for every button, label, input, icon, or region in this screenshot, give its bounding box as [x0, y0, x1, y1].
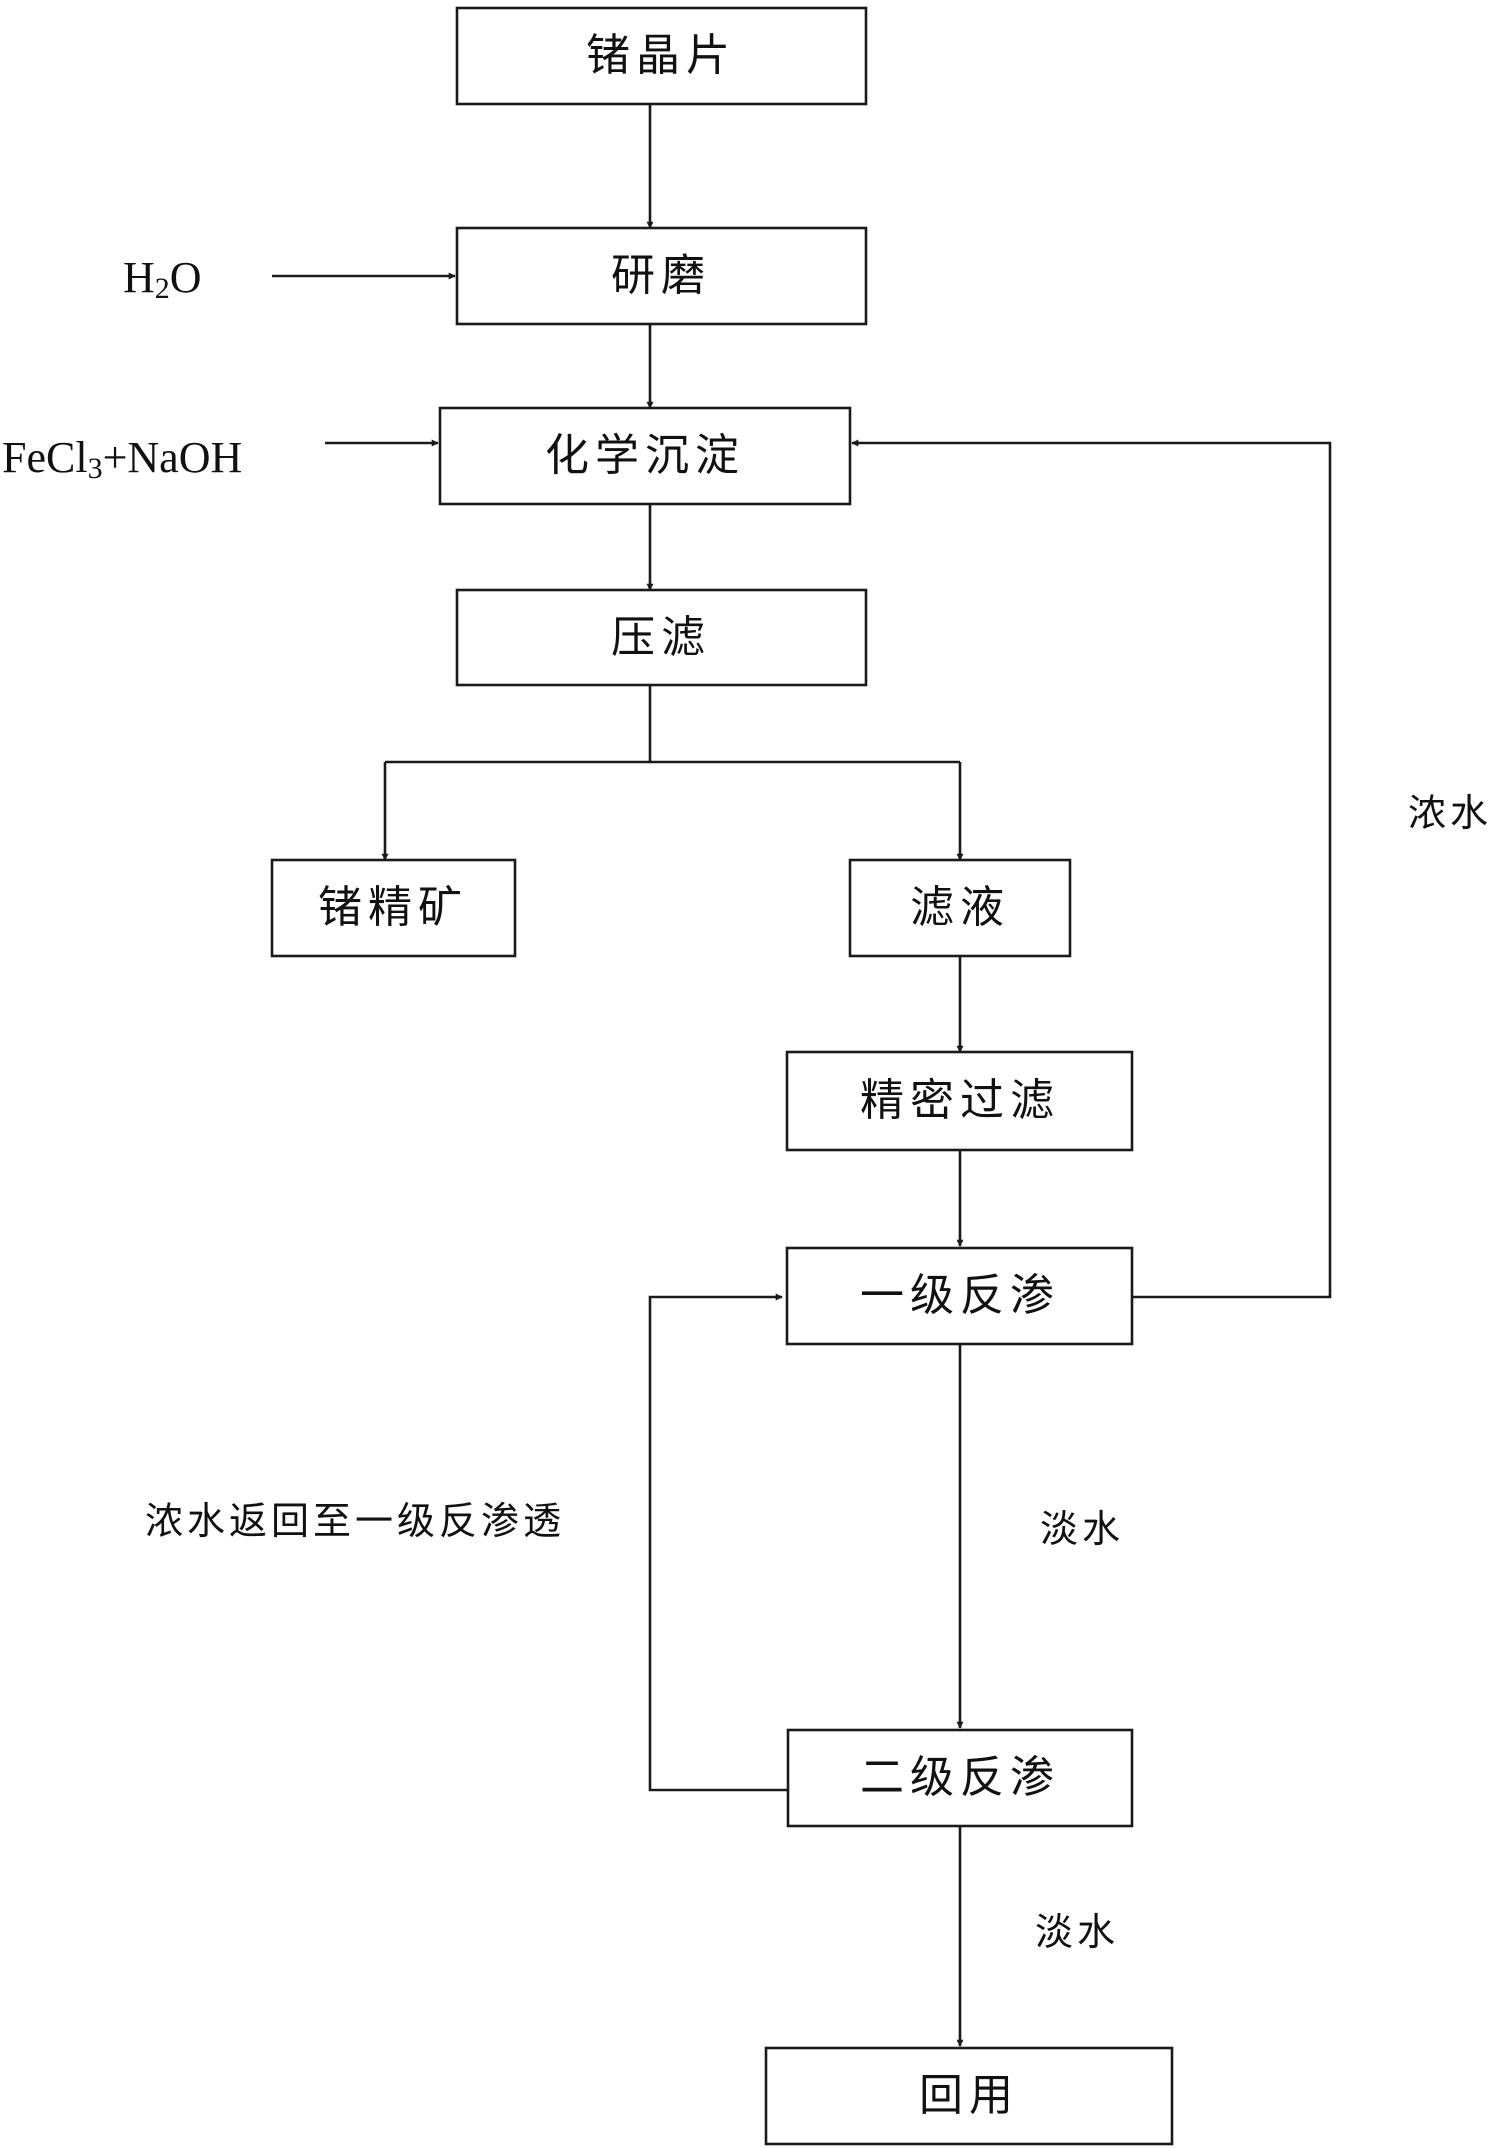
label-permeate-2: 淡水	[1035, 1910, 1119, 1954]
connectors	[272, 104, 1332, 2047]
formula-main: H	[123, 253, 155, 302]
split-press-filter	[385, 685, 960, 764]
node-label: 压滤	[611, 612, 711, 663]
node-label: 化学沉淀	[545, 430, 745, 481]
node-label: 回用	[919, 2070, 1019, 2121]
node-label: 锗精矿	[318, 882, 468, 933]
node-grinding: 研磨	[455, 226, 868, 326]
input-water: H2O	[123, 253, 202, 305]
formula-subscript: 3	[88, 452, 103, 485]
node-label: 研磨	[611, 250, 711, 301]
arrow-ro2-concentrate-return	[648, 1293, 788, 1792]
formula-main: FeCl	[2, 433, 88, 482]
node-label: 滤液	[910, 882, 1010, 933]
node-press-filter: 压滤	[455, 588, 868, 687]
formula-tail: +NaOH	[103, 433, 243, 482]
node-ro-stage-1: 一级反渗	[785, 1246, 1134, 1346]
node-germanium-chips: 锗晶片	[455, 6, 868, 106]
label-concentrate-return: 浓水返回至一级反渗透	[145, 1499, 565, 1543]
node-label: 一级反渗	[860, 1270, 1060, 1321]
node-ro-stage-2: 二级反渗	[786, 1728, 1134, 1828]
node-germanium-concentrate: 锗精矿	[270, 858, 517, 958]
input-reagents: FeCl3+NaOH	[2, 433, 242, 485]
node-reuse: 回用	[764, 2046, 1174, 2146]
formula-tail: O	[170, 253, 202, 302]
node-chemical-precipitation: 化学沉淀	[438, 406, 852, 506]
arrow-ro1-concentrate-recycle	[851, 439, 1332, 1299]
node-label: 二级反渗	[860, 1752, 1060, 1803]
node-filtrate: 滤液	[848, 858, 1072, 958]
label-permeate-1: 淡水	[1040, 1507, 1124, 1551]
node-label: 精密过滤	[860, 1075, 1060, 1126]
node-precision-filter: 精密过滤	[785, 1050, 1134, 1152]
node-label: 锗晶片	[586, 30, 736, 81]
label-concentrate-recycle: 浓水	[1408, 791, 1492, 835]
formula-subscript: 2	[155, 272, 170, 305]
